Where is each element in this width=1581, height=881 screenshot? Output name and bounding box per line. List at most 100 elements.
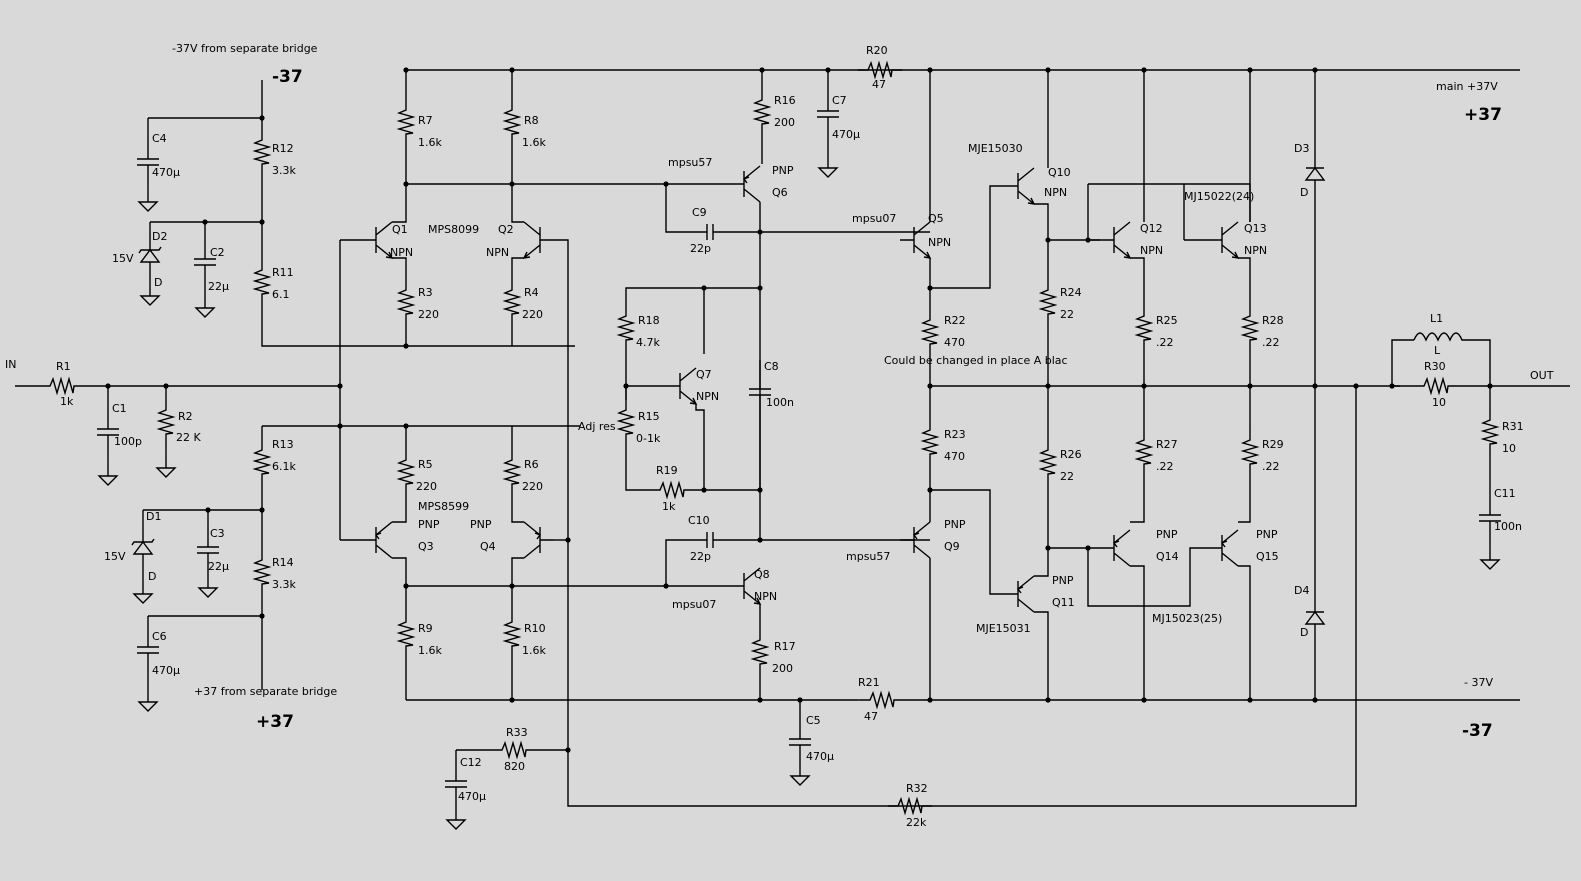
r26-value: 22: [1060, 470, 1074, 483]
r12-name: R12: [272, 142, 294, 155]
adjust-note: Adj res: [578, 420, 616, 433]
q2-type: NPN: [486, 246, 509, 259]
r30-name: R30: [1424, 360, 1446, 373]
r14-name: R14: [272, 556, 294, 569]
d2-name: D2: [152, 230, 167, 243]
q3-part: MPS8599: [418, 500, 469, 513]
c3-value: 22µ: [208, 560, 229, 573]
r33-value: 820: [504, 760, 525, 773]
q4-type: PNP: [470, 518, 492, 531]
q14-name: Q14: [1156, 550, 1179, 563]
r7-value: 1.6k: [418, 136, 442, 149]
q4-name: Q4: [480, 540, 496, 553]
input-port-label: IN: [5, 358, 16, 371]
r24-value: 22: [1060, 308, 1074, 321]
q1-type: NPN: [390, 246, 413, 259]
q11-part: MJE15031: [976, 622, 1031, 635]
r25-value: .22: [1156, 336, 1174, 349]
c10-name: C10: [688, 514, 710, 527]
q10-type: NPN: [1044, 186, 1067, 199]
r15-name: R15: [638, 410, 660, 423]
r15-value: 0-1k: [636, 432, 661, 445]
q13-type: NPN: [1244, 244, 1267, 257]
q6-name: Q6: [772, 186, 788, 199]
q7-name: Q7: [696, 368, 712, 381]
r29-value: .22: [1262, 460, 1280, 473]
supply-value-top-left: -37: [272, 67, 303, 87]
c9-value: 22p: [690, 242, 711, 255]
q6-type: PNP: [772, 164, 794, 177]
c7-value: 470µ: [832, 128, 860, 141]
q5-part: mpsu07: [852, 212, 896, 225]
r12-value: 3.3k: [272, 164, 296, 177]
q11-type: PNP: [1052, 574, 1074, 587]
r1-value: 1k: [60, 395, 74, 408]
bias-note: Could be changed in place A blac: [884, 354, 1068, 367]
r5-value: 220: [416, 480, 437, 493]
d2-type: D: [154, 276, 162, 289]
r23-name: R23: [944, 428, 966, 441]
q13-part: MJ15022(24): [1184, 190, 1254, 203]
r6-name: R6: [524, 458, 539, 471]
q6-part: mpsu57: [668, 156, 712, 169]
r28-value: .22: [1262, 336, 1280, 349]
c8-name: C8: [764, 360, 779, 373]
c11-name: C11: [1494, 487, 1516, 500]
c5-value: 470µ: [806, 750, 834, 763]
r13-value: 6.1k: [272, 460, 296, 473]
r2-name: R2: [178, 410, 193, 423]
c12-value: 470µ: [458, 790, 486, 803]
r31-name: R31: [1502, 420, 1524, 433]
junction-dots: [105, 67, 1493, 753]
r14-value: 3.3k: [272, 578, 296, 591]
r3-name: R3: [418, 286, 433, 299]
d1-type: D: [148, 570, 156, 583]
r13-name: R13: [272, 438, 294, 451]
r27-value: .22: [1156, 460, 1174, 473]
d3-type: D: [1300, 186, 1308, 199]
q1-name: Q1: [392, 223, 408, 236]
c11-value: 100n: [1494, 520, 1522, 533]
q3-name: Q3: [418, 540, 434, 553]
r11-value: 6.1: [272, 288, 290, 301]
r10-name: R10: [524, 622, 546, 635]
d2-voltage: 15V: [112, 252, 134, 265]
r22-name: R22: [944, 314, 966, 327]
c6-value: 470µ: [152, 664, 180, 677]
r17-value: 200: [772, 662, 793, 675]
supply-note-top-left: -37V from separate bridge: [172, 42, 318, 55]
r7-name: R7: [418, 114, 433, 127]
r18-name: R18: [638, 314, 660, 327]
q7-type: NPN: [696, 390, 719, 403]
c1-value: 100p: [114, 435, 142, 448]
c12-name: C12: [460, 756, 482, 769]
supply-note-bottom-right: - 37V: [1464, 676, 1493, 689]
r20-name: R20: [866, 44, 888, 57]
d4-name: D4: [1294, 584, 1309, 597]
r32-value: 22k: [906, 816, 927, 829]
q12-name: Q12: [1140, 222, 1163, 235]
r28-name: R28: [1262, 314, 1284, 327]
supply-value-bottom-left: +37: [256, 712, 294, 732]
q10-name: Q10: [1048, 166, 1071, 179]
d3-name: D3: [1294, 142, 1309, 155]
q8-type: NPN: [754, 590, 777, 603]
l1-name: L1: [1430, 312, 1443, 325]
q10-part: MJE15030: [968, 142, 1023, 155]
q14-type: PNP: [1156, 528, 1178, 541]
q8-name: Q8: [754, 568, 770, 581]
q5-name: Q5: [928, 212, 944, 225]
d4-type: D: [1300, 626, 1308, 639]
c5-name: C5: [806, 714, 821, 727]
r16-value: 200: [774, 116, 795, 129]
q11-name: Q11: [1052, 596, 1075, 609]
q9-part: mpsu57: [846, 550, 890, 563]
r4-value: 220: [522, 308, 543, 321]
r10-value: 1.6k: [522, 644, 546, 657]
q15-name: Q15: [1256, 550, 1279, 563]
q15-part: MJ15023(25): [1152, 612, 1222, 625]
c3-name: C3: [210, 527, 225, 540]
r5-name: R5: [418, 458, 433, 471]
r26-name: R26: [1060, 448, 1082, 461]
r27-name: R27: [1156, 438, 1178, 451]
